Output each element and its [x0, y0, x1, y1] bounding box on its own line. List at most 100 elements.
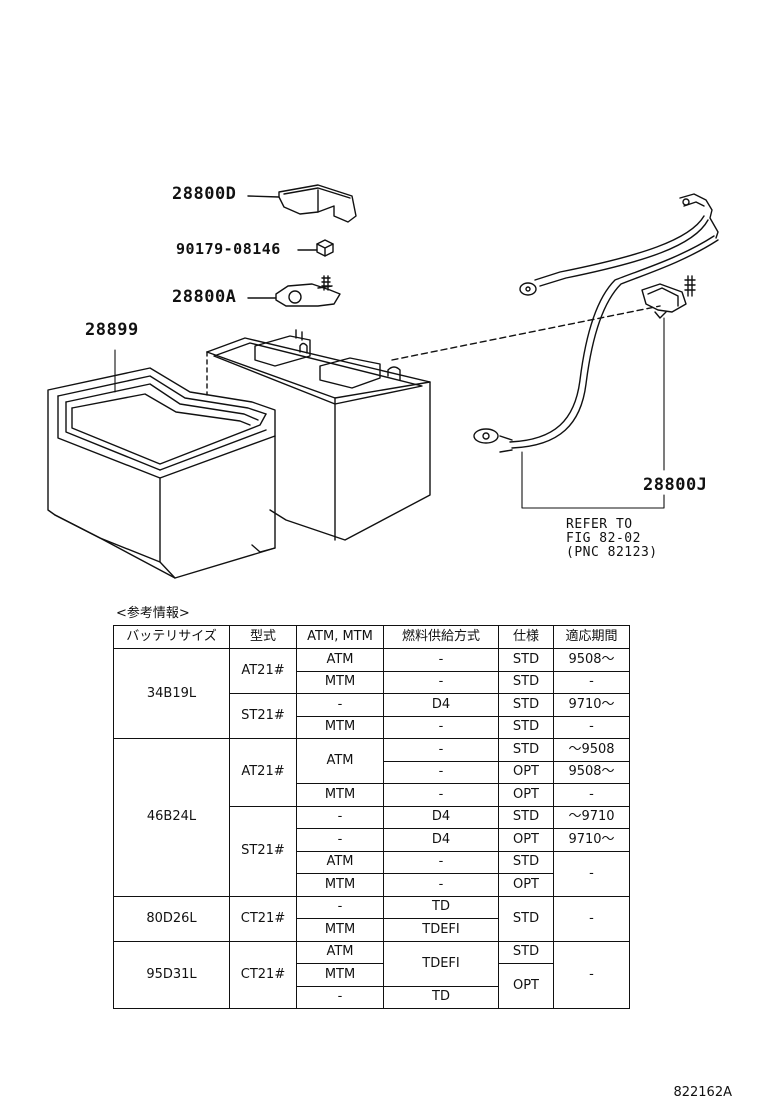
cell-fuel: D4 — [383, 693, 499, 717]
cell-period: - — [553, 850, 630, 897]
cell-model: ST21# — [229, 693, 297, 739]
table-row: ST21# - D4 STD 9710～ — [114, 693, 630, 739]
cell-fuel: - — [383, 715, 499, 739]
table-row: - OPT 9508～ — [114, 760, 630, 784]
cell-spec: OPT — [498, 760, 554, 784]
cell-period: - — [553, 895, 630, 942]
cell-trans: MTM — [296, 715, 384, 739]
cell-trans: - — [296, 895, 384, 919]
cell-trans: ATM — [296, 738, 384, 784]
cell-spec: OPT — [498, 873, 554, 897]
table-row: ST21# - D4 STD ～9710 — [114, 805, 630, 897]
cell-trans: - — [296, 985, 384, 1009]
cell-spec: OPT — [498, 963, 554, 1009]
battery-drawing — [206, 329, 431, 541]
table-caption: <参考情報> — [116, 606, 190, 621]
parts-diagram — [47, 184, 719, 579]
cell-spec: OPT — [498, 783, 554, 807]
cell-spec: STD — [498, 805, 554, 829]
cell-trans: - — [296, 693, 384, 717]
cell-period: - — [553, 940, 630, 1009]
cell-period: ～9710 — [553, 805, 630, 829]
cell-spec: STD — [498, 895, 554, 942]
terminal-cover-drawing — [278, 184, 357, 223]
cell-size: 95D31L — [113, 940, 230, 1009]
cell-fuel: - — [383, 670, 499, 694]
cell-trans: MTM — [296, 963, 384, 987]
part-number-28899: 28899 — [85, 320, 139, 340]
cell-model: AT21# — [229, 648, 297, 694]
table-row: - TD — [114, 985, 630, 1009]
cell-fuel: TDEFI — [383, 940, 499, 987]
battery-tray-drawing — [47, 367, 276, 579]
cell-size: 34B19L — [113, 648, 230, 739]
cell-trans: ATM — [296, 850, 384, 874]
connection-dashed-line — [391, 305, 661, 361]
cell-spec: STD — [498, 940, 554, 964]
battery-spec-table: バッテリサイズ 型式 ATM, MTM 燃料供給方式 仕様 適応期間 34B19… — [113, 625, 630, 1009]
cell-period: 9710～ — [553, 828, 630, 852]
cell-trans: - — [296, 805, 384, 829]
cell-fuel: TD — [383, 985, 499, 1009]
reference-note: REFER TO FIG 82-02 (PNC 82123) — [566, 517, 658, 560]
cell-period: - — [553, 715, 630, 739]
cell-trans: MTM — [296, 918, 384, 942]
part-number-28800d: 28800D — [172, 184, 237, 204]
battery-cable-drawing — [473, 193, 719, 453]
header-fuel-system: 燃料供給方式 — [383, 625, 499, 649]
cell-spec: STD — [498, 670, 554, 694]
cell-fuel: TDEFI — [383, 918, 499, 942]
table-row: MTM - STD - — [114, 670, 630, 694]
cell-spec: STD — [498, 648, 554, 672]
cell-model: ST21# — [229, 805, 297, 897]
cell-model: CT21# — [229, 895, 297, 942]
cell-trans: MTM — [296, 670, 384, 694]
header-spec: 仕様 — [498, 625, 554, 649]
part-number-28800j: 28800J — [643, 475, 708, 495]
header-period: 適応期間 — [553, 625, 630, 649]
cell-period: - — [553, 670, 630, 694]
cell-period: ～9508 — [553, 738, 630, 762]
table-row: 80D26L CT21# - TD STD - — [113, 895, 630, 942]
cell-period: - — [553, 783, 630, 807]
header-transmission: ATM, MTM — [296, 625, 384, 649]
cell-fuel: - — [383, 850, 499, 874]
cell-trans: - — [296, 828, 384, 852]
table-row: ATM - STD - — [114, 850, 630, 897]
drawing-id: 822162A — [673, 1085, 732, 1100]
cell-spec: STD — [498, 738, 554, 762]
cell-trans: MTM — [296, 873, 384, 897]
table-row: 46B24L AT21# ATM - STD ～9508 — [113, 738, 630, 897]
cell-size: 46B24L — [113, 738, 230, 897]
terminal-clamp-drawing — [275, 275, 341, 307]
cell-fuel: D4 — [383, 828, 499, 852]
cell-fuel: - — [383, 783, 499, 807]
cell-period: 9508～ — [553, 648, 630, 672]
cell-model: CT21# — [229, 940, 297, 1009]
cell-trans: ATM — [296, 940, 384, 964]
cell-fuel: D4 — [383, 805, 499, 829]
table-row: - D4 OPT 9710～ — [114, 828, 630, 852]
cell-period: 9710～ — [553, 693, 630, 717]
cell-size: 80D26L — [113, 895, 230, 942]
nut-drawing — [316, 239, 334, 257]
table-header-row: バッテリサイズ 型式 ATM, MTM 燃料供給方式 仕様 適応期間 — [113, 625, 630, 649]
cell-spec: OPT — [498, 828, 554, 852]
cell-spec: STD — [498, 850, 554, 874]
cell-fuel: - — [383, 760, 499, 784]
cell-fuel: - — [383, 648, 499, 672]
table-row: MTM - OPT — [114, 873, 630, 897]
cell-spec: STD — [498, 693, 554, 717]
cell-fuel: - — [383, 738, 499, 762]
cell-fuel: TD — [383, 895, 499, 919]
part-number-90179-08146: 90179-08146 — [176, 240, 281, 258]
cell-spec: STD — [498, 715, 554, 739]
cell-trans: MTM — [296, 783, 384, 807]
cell-model: AT21# — [229, 738, 297, 807]
part-number-28800a: 28800A — [172, 287, 237, 307]
table-row: MTM TDEFI — [114, 918, 630, 942]
header-model: 型式 — [229, 625, 297, 649]
header-battery-size: バッテリサイズ — [113, 625, 230, 649]
cell-fuel: - — [383, 873, 499, 897]
table-row: 95D31L CT21# ATM TDEFI STD - — [113, 940, 630, 1009]
